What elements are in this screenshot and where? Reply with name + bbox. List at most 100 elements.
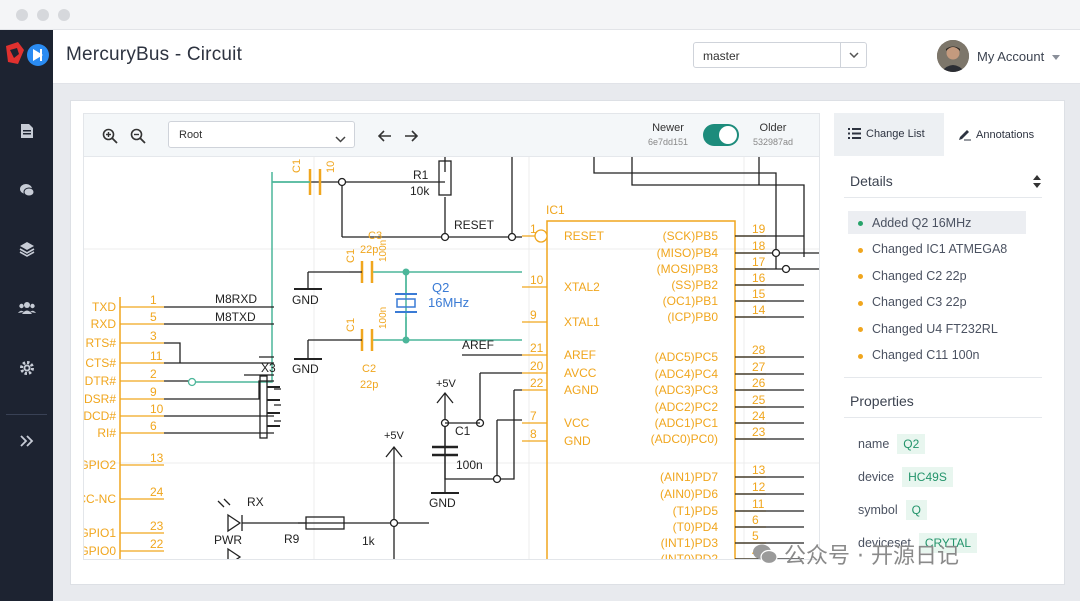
c2-value: 22p bbox=[360, 379, 378, 391]
app-logo[interactable] bbox=[4, 38, 50, 70]
sidebar bbox=[0, 30, 53, 601]
sort-icon[interactable] bbox=[1033, 175, 1041, 193]
ic1-pin-number: 21 bbox=[530, 341, 544, 355]
arrow-left-icon[interactable] bbox=[375, 126, 395, 146]
u4-pin-number: 11 bbox=[150, 349, 163, 363]
change-item[interactable]: Changed C3 22p bbox=[848, 291, 1026, 314]
ic1-pin-number: 14 bbox=[752, 303, 766, 317]
r9-label: R9 bbox=[284, 532, 300, 546]
account-label[interactable]: My Account bbox=[977, 48, 1045, 64]
ic1-pin-number: 17 bbox=[752, 255, 766, 269]
chat-icon[interactable] bbox=[16, 179, 38, 201]
page-title: MercuryBus - Circuit bbox=[66, 44, 243, 65]
change-label: Added Q2 16MHz bbox=[872, 215, 972, 230]
older-version[interactable]: Older 532987ad bbox=[748, 122, 798, 147]
arrow-right-icon[interactable] bbox=[401, 126, 421, 146]
r1-label: R1 bbox=[413, 168, 429, 182]
x3-connector[interactable] bbox=[259, 375, 268, 439]
ic1-pin-number: 11 bbox=[752, 497, 765, 511]
c3-label: C3 bbox=[368, 230, 382, 242]
u4-pins: 1TXD5RXD3RTS#11CTS#2DTR#9DSR#10DCD#6RI#1… bbox=[84, 293, 164, 558]
tab-annotations-label: Annotations bbox=[976, 128, 1035, 141]
older-hash: 532987ad bbox=[752, 137, 794, 147]
r9-resistor[interactable] bbox=[305, 516, 345, 530]
ic1-pin-name: XTAL1 bbox=[564, 315, 600, 329]
ic1-pin-name: AREF bbox=[564, 348, 596, 362]
change-item[interactable]: Changed IC1 ATMEGA8 bbox=[848, 238, 1026, 261]
u4-pin-name: CTS# bbox=[85, 356, 116, 370]
c1-top-label: C1 bbox=[291, 159, 303, 173]
property-key: symbol bbox=[858, 503, 898, 517]
u4-pin-number: 13 bbox=[150, 451, 164, 465]
ic1-pin-name: (ADC5)PC5 bbox=[655, 350, 719, 364]
ic1-pin-number: 24 bbox=[752, 409, 766, 423]
ic1-pin-number: 1 bbox=[530, 222, 537, 236]
branch-select[interactable]: master bbox=[693, 42, 867, 68]
c3-value-alt: 100n bbox=[378, 240, 389, 262]
property-value: Q bbox=[905, 500, 927, 520]
u4-pin-number: 22 bbox=[150, 537, 164, 551]
pwr-led[interactable] bbox=[227, 547, 242, 560]
u4-pin-number: 5 bbox=[150, 310, 157, 324]
ic1-pin-name: (INT0)PD2 bbox=[661, 552, 719, 560]
ic1-pin-name: (ICP)PB0 bbox=[667, 310, 718, 324]
c3-value: 22p bbox=[360, 244, 378, 256]
q2-crystal[interactable] bbox=[395, 275, 417, 337]
property-key: name bbox=[858, 437, 890, 451]
chevron-down-icon[interactable] bbox=[840, 43, 866, 67]
account-menu[interactable]: My Account bbox=[937, 39, 1061, 73]
c1-low-label: C1 bbox=[345, 318, 357, 332]
u4-pin-name: GPIO2 bbox=[84, 458, 116, 472]
change-item[interactable]: Changed U4 FT232RL bbox=[848, 317, 1026, 340]
newer-version[interactable]: Newer 6e7dd151 bbox=[644, 122, 692, 147]
older-label: Older bbox=[759, 122, 787, 134]
document-icon[interactable] bbox=[16, 120, 38, 142]
ic1-pin-number: 27 bbox=[752, 360, 766, 374]
avatar[interactable] bbox=[937, 40, 969, 72]
u4-pin-name: DTR# bbox=[85, 374, 117, 388]
change-item[interactable]: Changed C11 100n bbox=[848, 344, 1026, 367]
u4-pin-number: 10 bbox=[150, 402, 164, 416]
change-item[interactable]: Added Q2 16MHz bbox=[848, 211, 1026, 234]
gear-icon[interactable] bbox=[16, 357, 38, 379]
ic1-pin-number: 10 bbox=[530, 273, 544, 287]
ic1-pin-name: XTAL2 bbox=[564, 280, 600, 294]
watermark: 公众号 · 开源日记 bbox=[752, 538, 959, 570]
root-select[interactable]: Root bbox=[168, 121, 355, 148]
rx-led[interactable] bbox=[227, 513, 242, 533]
reset-inverter-bubble bbox=[534, 229, 548, 243]
property-value: CRYTAL bbox=[918, 533, 978, 553]
change-item[interactable]: Changed C2 22p bbox=[848, 264, 1026, 287]
version-toggle[interactable] bbox=[703, 124, 739, 146]
ic1-pin-number: 5 bbox=[752, 529, 759, 543]
ic1-pin-number: 13 bbox=[752, 463, 766, 477]
ic1-pin-name: VCC bbox=[564, 416, 590, 430]
window-minimize-dot[interactable] bbox=[37, 9, 49, 21]
gnd2-label: GND bbox=[292, 362, 319, 376]
u4-pin-number: 23 bbox=[150, 519, 164, 533]
tab-change-list[interactable]: Change List bbox=[834, 113, 944, 156]
caret-down-icon[interactable] bbox=[1052, 47, 1061, 65]
ic1-pin-number: 16 bbox=[752, 271, 766, 285]
x3-label: X3 bbox=[261, 361, 276, 375]
r1-value: 10k bbox=[410, 184, 430, 198]
r1-resistor[interactable] bbox=[438, 160, 452, 196]
ic1-pin-name: (T0)PD4 bbox=[673, 520, 719, 534]
details-title: Details bbox=[850, 173, 893, 189]
newer-hash: 6e7dd151 bbox=[647, 137, 689, 147]
status-dot bbox=[858, 327, 863, 332]
window-close-dot[interactable] bbox=[16, 9, 28, 21]
chevron-down-icon[interactable] bbox=[335, 130, 346, 148]
schematic-canvas[interactable]: Root Newer 6e7dd151 Older 532987ad IC1 bbox=[83, 113, 820, 560]
layers-icon[interactable] bbox=[16, 238, 38, 260]
tab-annotations[interactable]: Annotations bbox=[946, 113, 1056, 156]
expand-sidebar-icon[interactable] bbox=[16, 430, 38, 452]
gnd1-label: GND bbox=[292, 293, 319, 307]
zoom-out-icon[interactable] bbox=[128, 126, 148, 146]
team-icon[interactable] bbox=[16, 297, 38, 319]
window-maximize-dot[interactable] bbox=[58, 9, 70, 21]
ic1-pin-name: (T1)PD5 bbox=[673, 504, 719, 518]
zoom-in-icon[interactable] bbox=[100, 126, 120, 146]
ic1-body[interactable] bbox=[546, 220, 736, 560]
